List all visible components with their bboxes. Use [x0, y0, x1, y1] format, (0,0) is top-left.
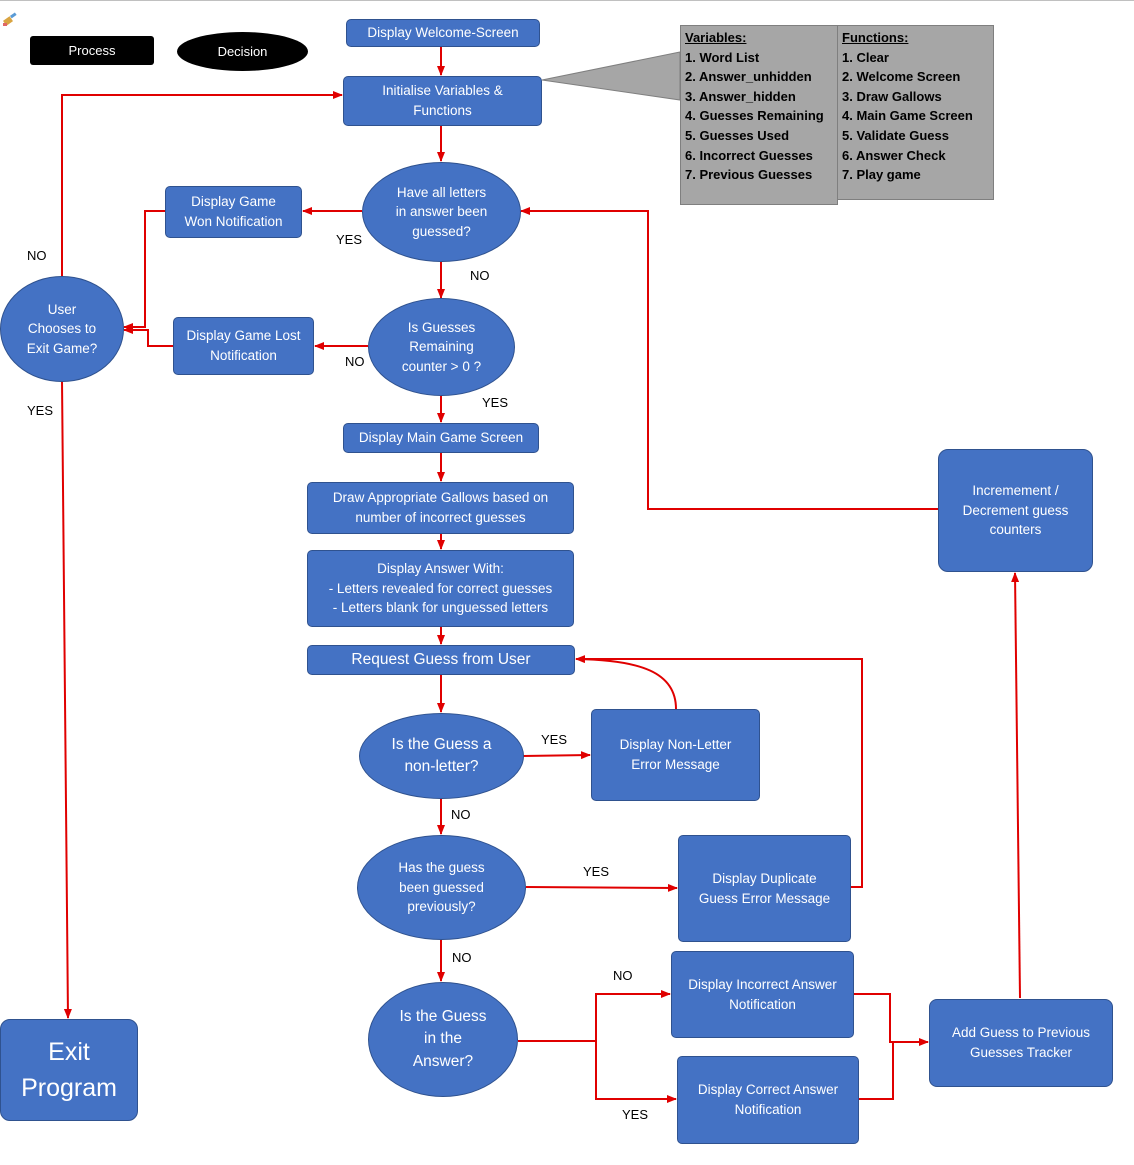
legend-decision: Decision: [177, 32, 308, 71]
function-item: 3. Draw Gallows: [842, 88, 942, 104]
variables-callout: Variables: 1. Word List 2. Answer_unhidd…: [680, 25, 838, 205]
connector-dupq-duperr: [525, 883, 678, 892]
display-answer-node[interactable]: Display Answer With: - Letters revealed …: [307, 550, 574, 627]
display-correct-answer-node[interactable]: Display Correct Answer Notification: [677, 1056, 859, 1144]
functions-callout: Functions: 1. Clear 2. Welcome Screen 3.…: [837, 25, 994, 200]
label-yes-won: YES: [336, 232, 363, 247]
connector-duperr-request: [576, 658, 863, 888]
variable-item: 5. Guesses Used: [685, 127, 790, 143]
initialise-variables-node[interactable]: Initialise Variables & Functions: [343, 76, 542, 126]
exit-program-node[interactable]: Exit Program: [0, 1019, 138, 1121]
display-non-letter-error-node[interactable]: Display Non-Letter Error Message: [591, 709, 760, 801]
functions-title: Functions:: [842, 30, 909, 45]
display-game-lost-node[interactable]: Display Game Lost Notification: [173, 317, 314, 375]
variable-item: 1. Word List: [685, 49, 760, 65]
display-main-game-screen-node[interactable]: Display Main Game Screen: [343, 423, 539, 453]
connector-exitq-init: [61, 91, 343, 276]
connector-addguess-counters: [1011, 572, 1021, 999]
duplicate-guess-decision[interactable]: Has the guess been guessed previously?: [357, 835, 526, 940]
non-letter-decision[interactable]: Is the Guess a non-letter?: [359, 713, 524, 799]
function-item: 4. Main Game Screen: [842, 108, 973, 124]
display-incorrect-answer-node[interactable]: Display Incorrect Answer Notification: [671, 951, 854, 1038]
variable-item: 2. Answer_unhidden: [685, 69, 812, 85]
top-border-line: [0, 0, 1134, 1]
connector-exitq-exit: [61, 380, 72, 1019]
connector-inanswerq-incorrect: [518, 990, 671, 1042]
display-game-won-node[interactable]: Display Game Won Notification: [165, 186, 302, 238]
label-no-non-letter: NO: [451, 807, 471, 822]
label-yes-non-letter: YES: [541, 732, 568, 747]
connector-lost-exitq: [123, 326, 174, 347]
function-item: 5. Validate Guess: [842, 127, 949, 143]
label-yes-exit: YES: [27, 403, 54, 418]
connector-incorrect-addguess: [854, 993, 929, 1046]
connector-counters-allguessed: [520, 207, 938, 510]
draw-gallows-node[interactable]: Draw Appropriate Gallows based on number…: [307, 482, 574, 534]
label-no-incorrect: NO: [613, 968, 633, 983]
callout-pointer: [541, 51, 681, 101]
label-yes-correct: YES: [622, 1107, 649, 1122]
connector-nonlettererr-request: [575, 655, 677, 710]
label-no-all-guessed: NO: [470, 268, 490, 283]
display-duplicate-error-node[interactable]: Display Duplicate Guess Error Message: [678, 835, 851, 942]
function-item: 6. Answer Check: [842, 147, 946, 163]
connector-inanswerq-correct: [595, 1041, 677, 1103]
display-welcome-screen-node[interactable]: Display Welcome-Screen: [346, 19, 540, 47]
variables-title: Variables:: [685, 30, 747, 45]
update-guess-counters-node[interactable]: Incremement / Decrement guess counters: [938, 449, 1093, 572]
label-no-duplicate: NO: [452, 950, 472, 965]
label-no-lost: NO: [345, 354, 365, 369]
connector-nonletterq-err: [522, 751, 591, 760]
variable-item: 3. Answer_hidden: [685, 88, 796, 104]
variable-item: 6. Incorrect Guesses: [685, 147, 813, 163]
function-item: 2. Welcome Screen: [842, 69, 961, 85]
guesses-remaining-decision[interactable]: Is Guesses Remaining counter > 0 ?: [368, 298, 515, 396]
add-guess-tracker-node[interactable]: Add Guess to Previous Guesses Tracker: [929, 999, 1113, 1087]
guess-in-answer-decision[interactable]: Is the Guess in the Answer?: [368, 982, 518, 1097]
function-item: 7. Play game: [842, 167, 921, 183]
all-letters-guessed-decision[interactable]: Have all letters in answer been guessed?: [362, 162, 521, 262]
label-yes-duplicate: YES: [583, 864, 610, 879]
label-yes-remaining: YES: [482, 395, 509, 410]
paintbrush-icon: [3, 12, 17, 26]
variable-item: 4. Guesses Remaining: [685, 108, 824, 124]
function-item: 1. Clear: [842, 49, 889, 65]
user-exit-decision[interactable]: User Chooses to Exit Game?: [0, 276, 124, 382]
connector-won-exitq: [123, 210, 166, 331]
request-guess-node[interactable]: Request Guess from User: [307, 645, 575, 675]
connector-correct-addguess: [859, 1042, 894, 1100]
label-no-exit-loop: NO: [27, 248, 47, 263]
variable-item: 7. Previous Guesses: [685, 167, 813, 183]
legend-process: Process: [30, 36, 154, 65]
